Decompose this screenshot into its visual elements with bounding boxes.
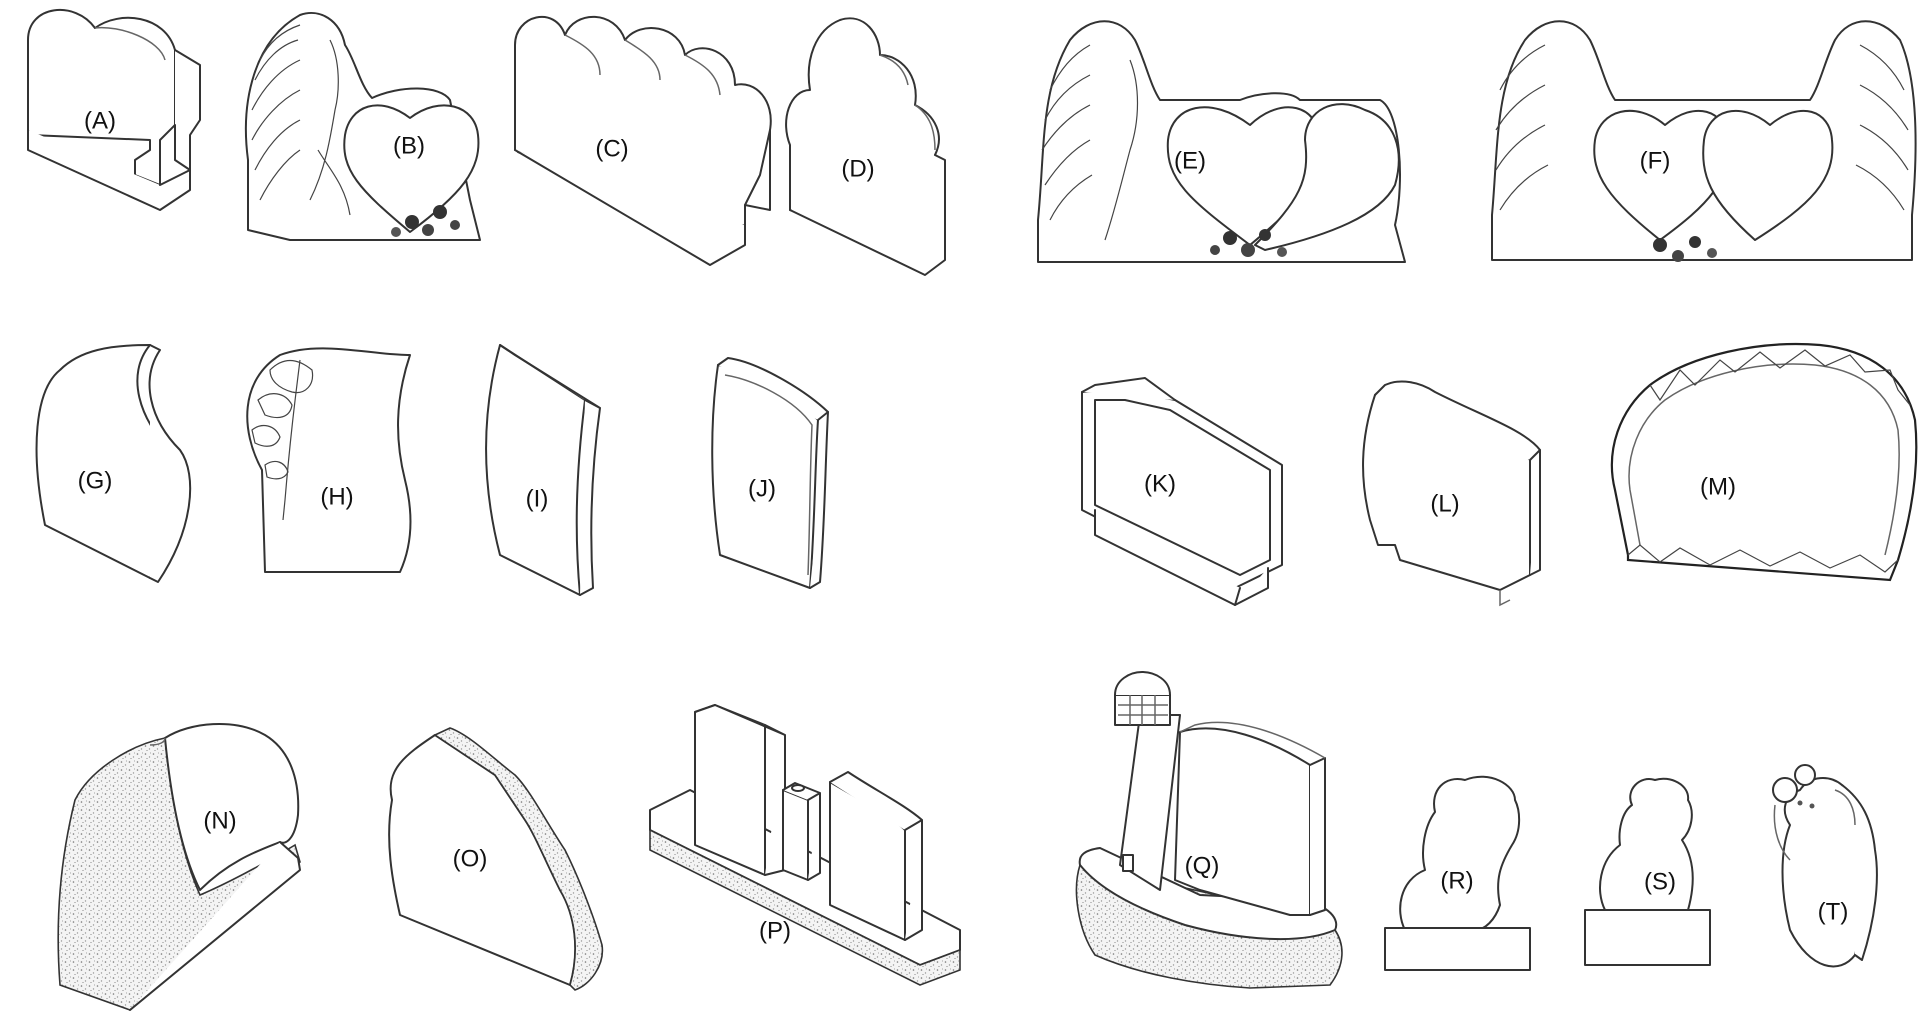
shape-d: (D)	[785, 17, 946, 276]
shape-n: (N)	[57, 722, 301, 1011]
label-m: (M)	[1700, 473, 1736, 500]
shape-m: (M)	[1610, 342, 1918, 582]
shape-i: (I)	[485, 344, 601, 596]
label-n: (N)	[203, 807, 236, 834]
label-h: (H)	[320, 483, 353, 510]
label-k: (K)	[1144, 470, 1176, 497]
shape-s: (S)	[1584, 777, 1711, 966]
shape-o: (O)	[388, 727, 604, 991]
shape-p: (P)	[649, 704, 961, 986]
shape-h: (H)	[246, 347, 412, 573]
shape-g: (G)	[35, 344, 192, 583]
rose-cluster	[391, 205, 460, 237]
rose-cluster	[1210, 229, 1287, 257]
shape-b: (B)	[245, 12, 481, 241]
label-g: (G)	[78, 467, 113, 494]
label-s: (S)	[1644, 868, 1676, 895]
label-o: (O)	[453, 845, 488, 872]
label-p: (P)	[759, 917, 791, 944]
shape-l: (L)	[1362, 380, 1541, 607]
shape-t: (T)	[1772, 764, 1878, 968]
label-b: (B)	[393, 132, 425, 159]
shape-q: (Q)	[1075, 671, 1343, 989]
label-l: (L)	[1430, 490, 1459, 517]
label-a: (A)	[84, 107, 116, 134]
shape-k: (K)	[1081, 377, 1283, 606]
shape-a: (A)	[27, 8, 201, 211]
label-t: (T)	[1818, 898, 1849, 925]
label-q: (Q)	[1185, 852, 1220, 879]
label-f: (F)	[1640, 147, 1671, 174]
label-e: (E)	[1174, 147, 1206, 174]
shape-f: (F)	[1491, 20, 1917, 262]
shape-c: (C)	[514, 15, 772, 266]
shape-e: (E)	[1037, 20, 1406, 263]
shape-r: (R)	[1384, 775, 1531, 971]
rose-cluster	[1653, 236, 1717, 262]
label-i: (I)	[526, 485, 549, 512]
label-c: (C)	[595, 135, 628, 162]
label-d: (D)	[841, 155, 874, 182]
shape-j: (J)	[711, 357, 829, 589]
label-r: (R)	[1440, 867, 1473, 894]
label-j: (J)	[748, 475, 776, 502]
